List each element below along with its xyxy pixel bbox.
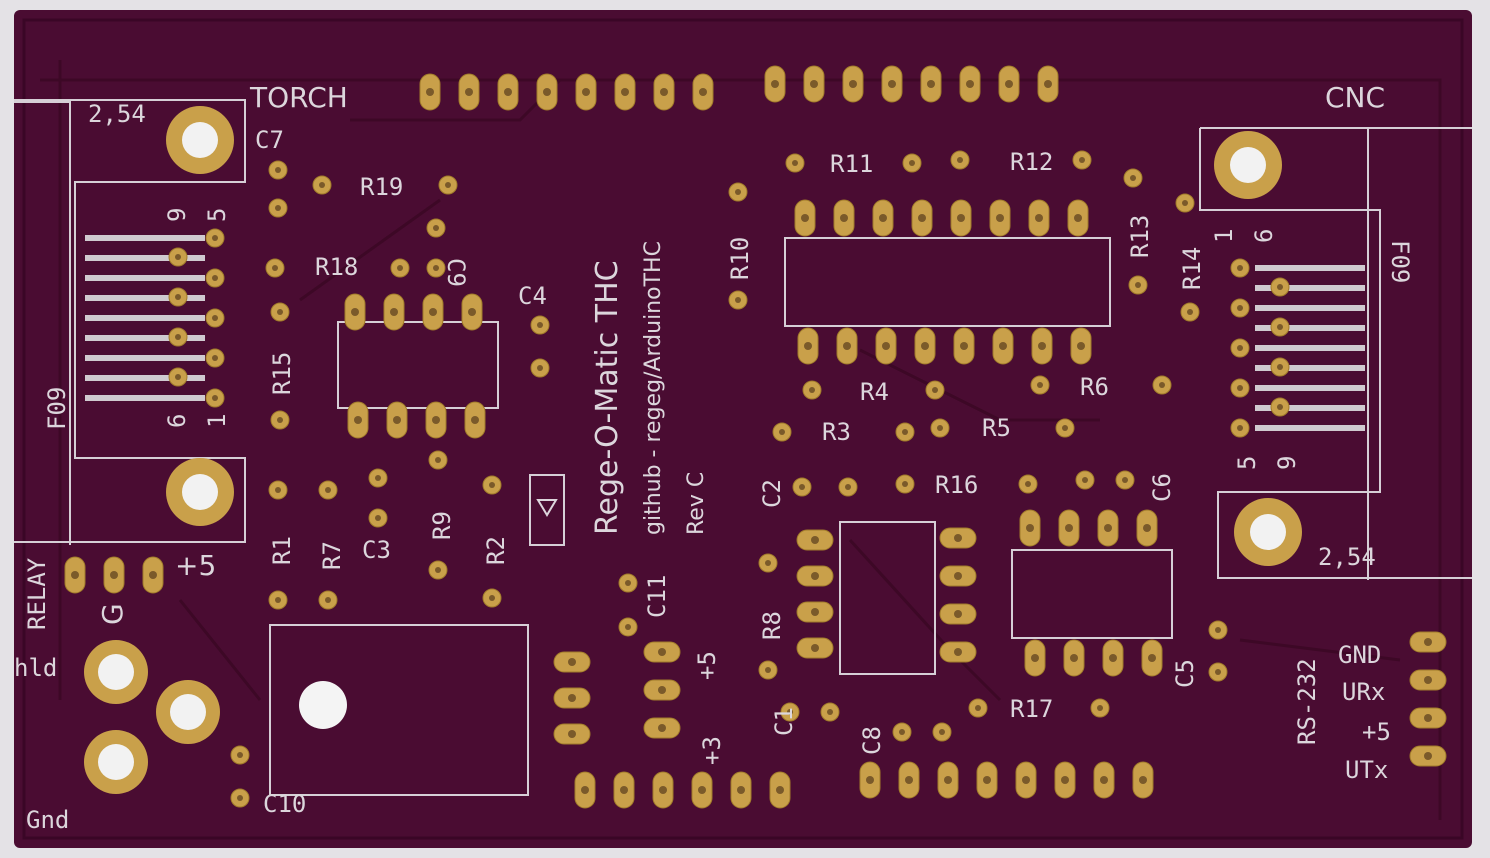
pin-label: 1 — [203, 414, 231, 428]
reg-plus5-label: +5 — [693, 651, 721, 680]
rs232-pin-5v: +5 — [1362, 718, 1391, 746]
refdes-r10: R10 — [726, 237, 754, 280]
db9-right-outline — [1199, 127, 1472, 580]
shield-label: hld — [14, 654, 57, 682]
refdes-r8: R8 — [758, 611, 786, 640]
torch-label: TORCH — [249, 81, 348, 114]
pin-label: 6 — [163, 414, 191, 428]
ic-u4-outline — [1011, 549, 1173, 639]
refdes-r4: R4 — [860, 378, 889, 406]
db9-finger — [85, 315, 205, 321]
rs232-pin-gnd: GND — [1338, 641, 1381, 669]
pitch-label-left: 2,54 — [88, 100, 146, 128]
db9-finger — [85, 275, 205, 281]
refdes-c11: C11 — [643, 575, 671, 618]
refdes-c9: C9 — [442, 258, 470, 287]
reg-plus3-label: +3 — [698, 736, 726, 765]
db9-finger — [1255, 425, 1365, 431]
db9-finger — [85, 395, 205, 401]
mounting-holes — [84, 106, 1302, 794]
board-repo: github - regeg/ArduinoTHC — [641, 241, 666, 535]
pin-label: 9 — [1273, 456, 1301, 470]
ic-u3-outline — [839, 521, 936, 675]
db9-right-fingers — [1255, 265, 1365, 431]
pin-label: 5 — [203, 208, 231, 222]
db9-finger — [85, 375, 205, 381]
refdes-r15: R15 — [268, 352, 296, 395]
rs232-pin-urx: URx — [1342, 678, 1385, 706]
refdes-r1: R1 — [268, 536, 296, 565]
refdes-c1: C1 — [770, 707, 798, 736]
refdes-r12: R12 — [1010, 148, 1053, 176]
refdes-c8: C8 — [858, 726, 886, 755]
refdes-r2: R2 — [482, 536, 510, 565]
refdes-c6: C6 — [1148, 473, 1176, 502]
rs232-pin-utx: UTx — [1345, 756, 1388, 784]
refdes-r11: R11 — [830, 150, 873, 178]
refdes-r3: R3 — [822, 418, 851, 446]
board-title: Rege-O-Matic THC — [590, 260, 625, 535]
db9-finger — [85, 295, 205, 301]
db9-left-fingers — [85, 235, 205, 401]
pads — [64, 65, 1447, 809]
db9-finger — [1255, 385, 1365, 391]
refdes-r16: R16 — [935, 471, 978, 499]
db9-finger — [1255, 325, 1365, 331]
board-edge — [22, 18, 1464, 840]
pin-label: 9 — [163, 208, 191, 222]
refdes-r5: R5 — [982, 414, 1011, 442]
gnd-label: Gnd — [26, 806, 69, 834]
db9-finger — [85, 335, 205, 341]
rs232-label: RS-232 — [1293, 658, 1321, 745]
db9-finger — [1255, 405, 1365, 411]
db9-finger — [1255, 305, 1365, 311]
cnc-label: CNC — [1325, 81, 1385, 114]
diode-symbol-icon — [536, 499, 558, 517]
refdes-c10: C10 — [263, 790, 306, 818]
diode-outline — [529, 474, 565, 546]
db9-finger — [1255, 345, 1365, 351]
refdes-c2: C2 — [758, 479, 786, 508]
pin-label: 1 — [1210, 229, 1238, 243]
refdes-c4: C4 — [518, 282, 547, 310]
refdes-r19: R19 — [360, 173, 403, 201]
regulator-hole — [299, 681, 347, 729]
pitch-label-right: 2,54 — [1318, 543, 1376, 571]
db9-finger — [85, 235, 205, 241]
db9-right-label: F09 — [1386, 240, 1414, 283]
db9-finger — [1255, 365, 1365, 371]
refdes-r18: R18 — [315, 253, 358, 281]
relay-g-label: G — [96, 603, 129, 625]
refdes-c7: C7 — [255, 126, 284, 154]
ic-u2-outline — [337, 321, 499, 409]
db9-left-label: F09 — [43, 387, 71, 430]
regulator-outline — [269, 624, 529, 796]
db9-finger — [1255, 265, 1365, 271]
refdes-c5: C5 — [1171, 659, 1199, 688]
refdes-r7: R7 — [318, 541, 346, 570]
refdes-r6: R6 — [1080, 373, 1109, 401]
db9-finger — [85, 255, 205, 261]
refdes-r9: R9 — [428, 511, 456, 540]
relay-plus5-label: +5 — [175, 549, 216, 582]
db9-finger — [1255, 285, 1365, 291]
db9-finger — [85, 355, 205, 361]
refdes-r17: R17 — [1010, 695, 1053, 723]
board-revision: Rev C — [684, 472, 709, 535]
refdes-c3: C3 — [362, 536, 391, 564]
db9-left-outline — [14, 99, 246, 545]
ic-u1-outline — [784, 237, 1111, 327]
pin-label: 5 — [1233, 456, 1261, 470]
refdes-r13: R13 — [1126, 215, 1154, 258]
refdes-r14: R14 — [1178, 247, 1206, 290]
pin-label: 6 — [1250, 229, 1278, 243]
relay-label: RELAY — [23, 557, 51, 630]
